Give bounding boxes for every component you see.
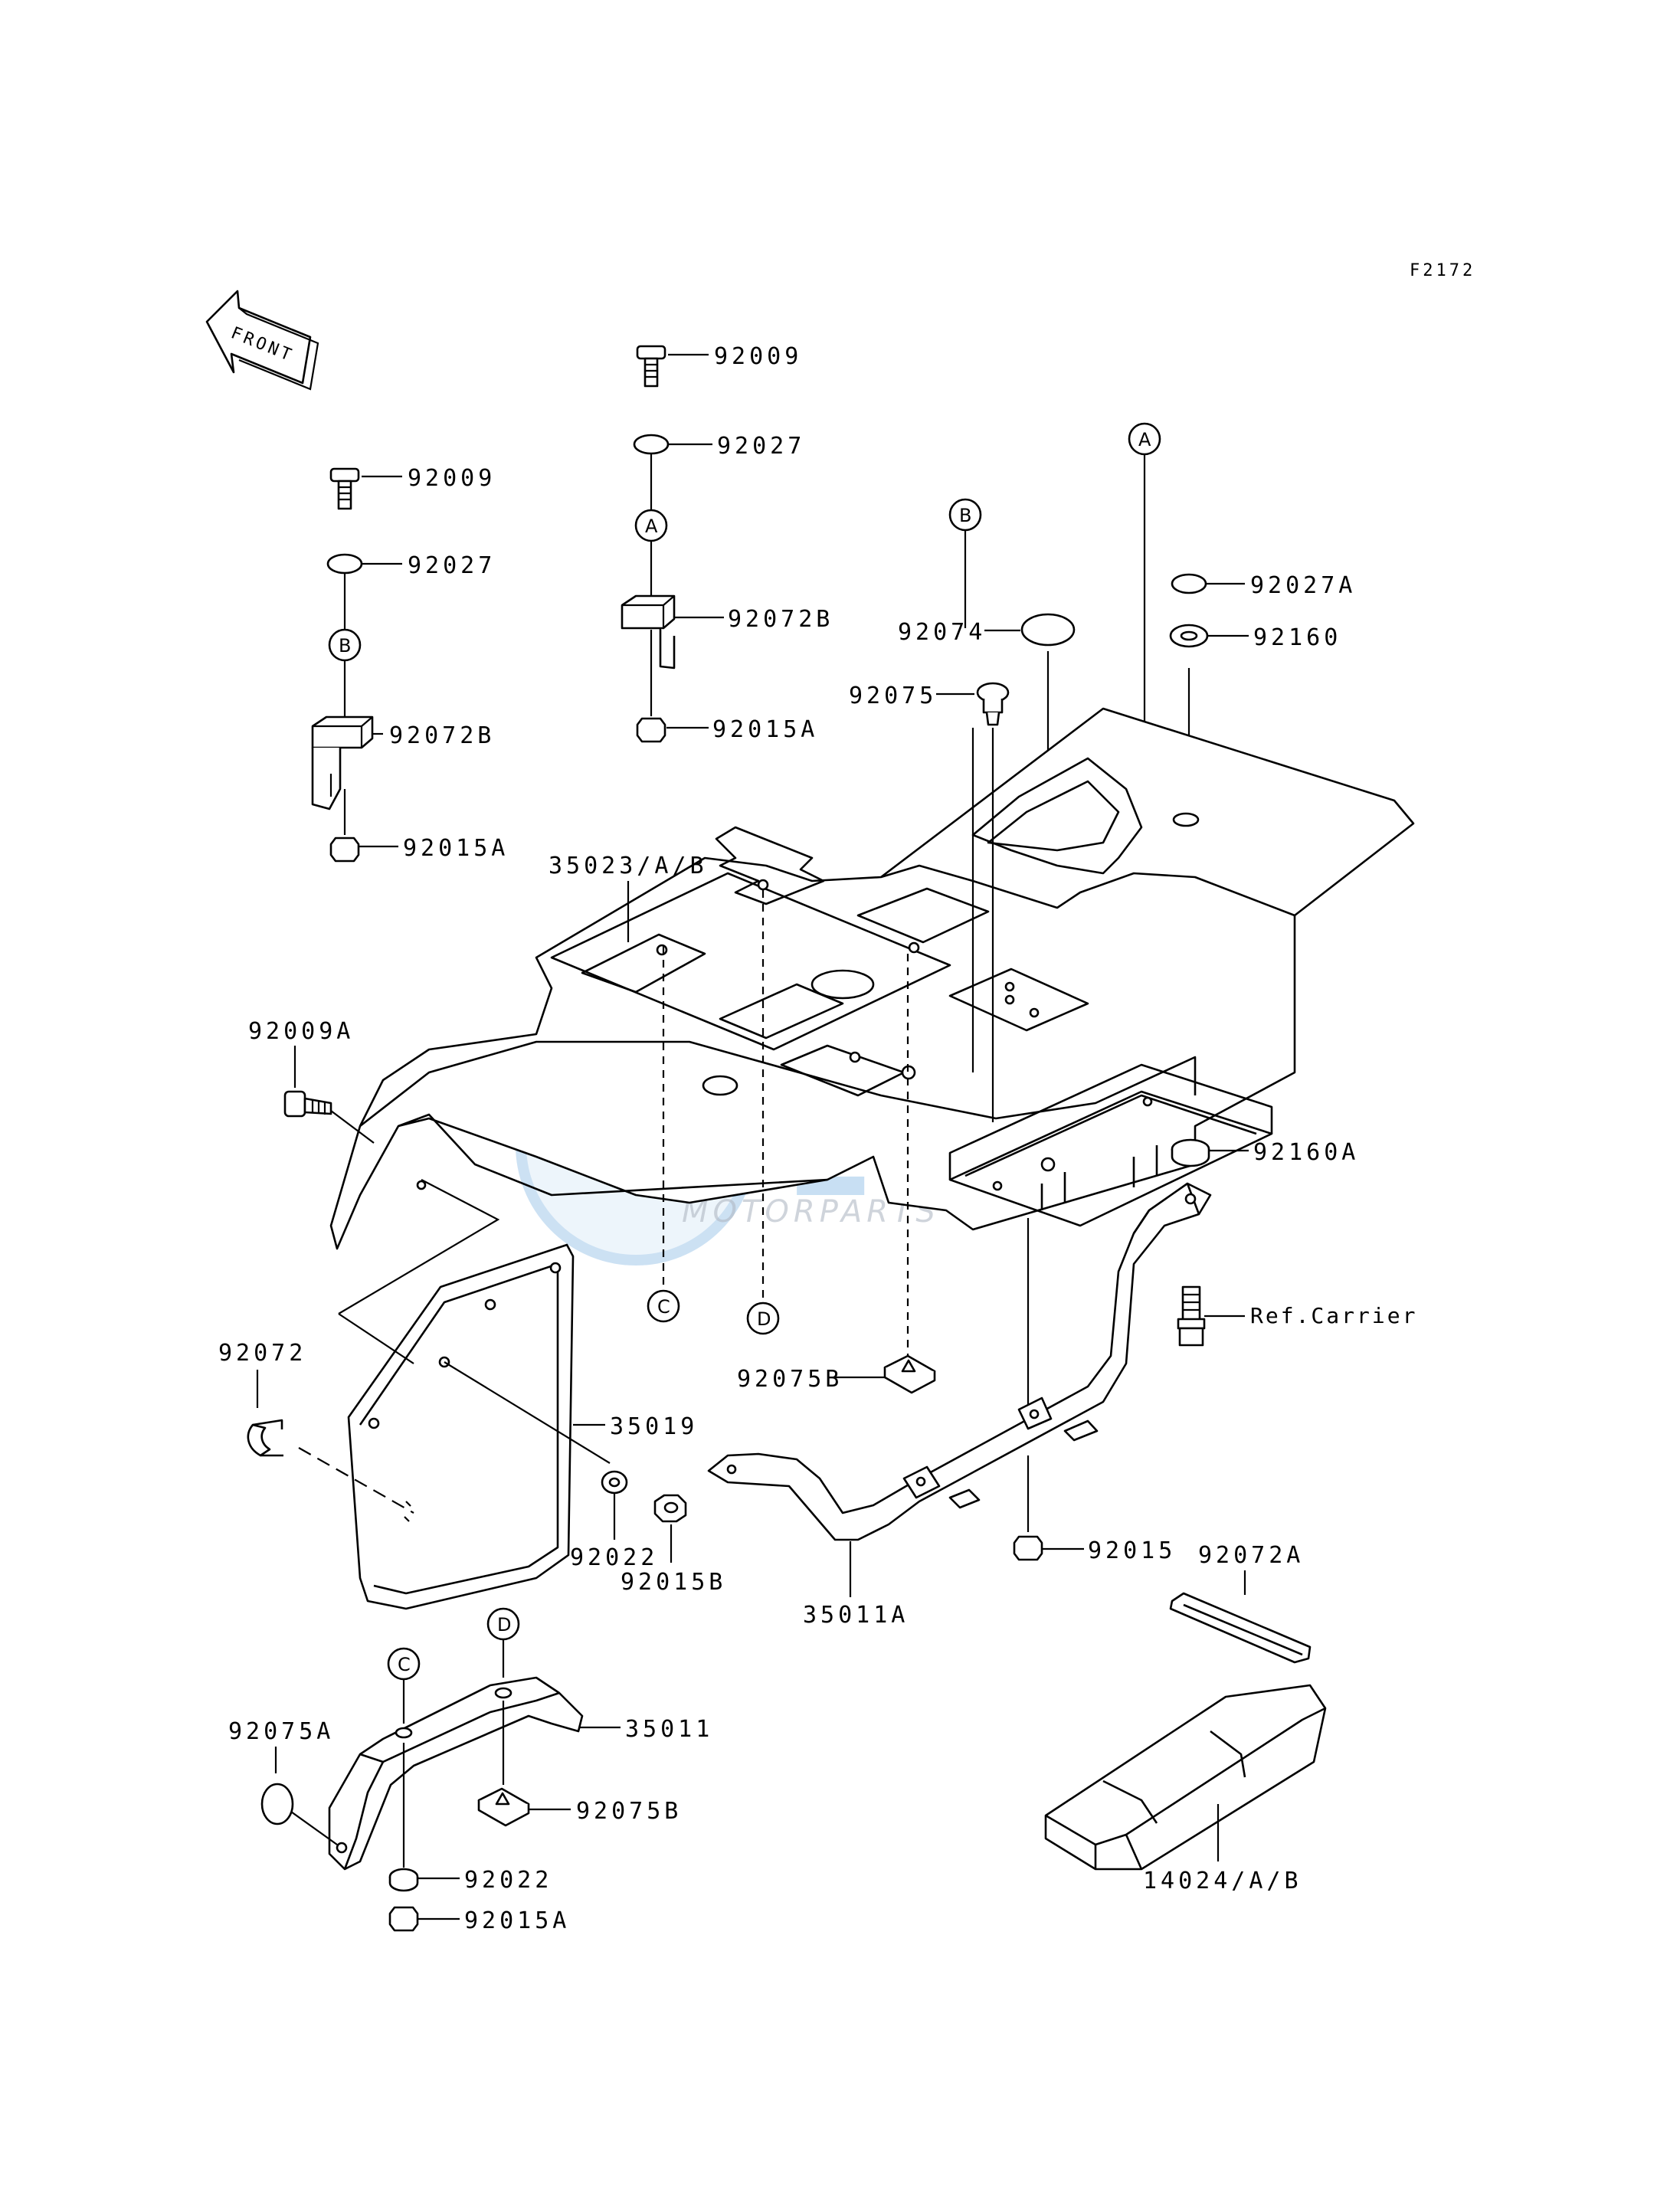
label-92072: 92072 — [218, 1340, 306, 1367]
label-92074: 92074 — [898, 619, 986, 646]
strap-92072a-icon — [1169, 1592, 1312, 1664]
label-35023: 35023/A/B — [549, 853, 708, 879]
nut-92015a-mid-icon — [636, 717, 666, 743]
seat-pad-14024 — [1044, 1684, 1327, 1871]
label-35011a: 35011A — [803, 1602, 909, 1629]
washer-92027a-icon — [1171, 573, 1207, 594]
ref-c-mid-text: C — [657, 1296, 670, 1318]
mud-flap-35019 — [347, 1243, 575, 1610]
label-92160a: 92160A — [1253, 1139, 1359, 1166]
ref-circle-c-mid — [647, 1289, 680, 1323]
bolt-92009-top-icon — [636, 345, 666, 388]
ref-a-mid-text: A — [645, 516, 658, 537]
label-92075a: 92075A — [228, 1718, 334, 1745]
label-92027-left: 92027 — [408, 552, 496, 579]
nut-92015a-left-icon — [329, 837, 360, 863]
front-arrow-icon: FRONT — [205, 290, 319, 391]
label-92072a: 92072A — [1198, 1542, 1304, 1569]
bolt-ref-carrier-icon — [1177, 1285, 1206, 1347]
bolt-92009-left-icon — [329, 467, 360, 510]
label-92015: 92015 — [1088, 1537, 1176, 1564]
grommet-92075-icon — [976, 682, 1010, 726]
label-92015a-mid: 92015A — [712, 716, 818, 743]
label-35019: 35019 — [610, 1413, 698, 1440]
label-92075b-mid: 92075B — [737, 1366, 843, 1393]
label-92009-left: 92009 — [408, 465, 496, 492]
label-14024: 14024/A/B — [1143, 1868, 1302, 1894]
label-35011: 35011 — [625, 1716, 713, 1743]
label-92027-top: 92027 — [717, 433, 805, 460]
nut-92015b-icon — [653, 1494, 687, 1523]
clip-92072b-mid-icon — [621, 594, 676, 670]
label-92160: 92160 — [1253, 624, 1341, 651]
bracket-35011 — [328, 1676, 584, 1871]
washer-92022-bottom-icon — [388, 1868, 419, 1892]
label-92072b-left: 92072B — [389, 722, 495, 749]
washer-92022-mid-icon — [601, 1470, 628, 1495]
cap-92075a-icon — [260, 1783, 294, 1825]
label-92022-bottom: 92022 — [464, 1867, 552, 1894]
clip-92072b-left-icon — [311, 715, 374, 810]
bolt-92009a-icon — [283, 1090, 332, 1118]
label-92075b-bottom: 92075B — [576, 1798, 682, 1825]
nut-92015a-bottom-icon — [388, 1906, 419, 1932]
bracket-35011a — [707, 1182, 1212, 1541]
washer-92027-left-icon — [326, 553, 363, 575]
ref-a-right-text: A — [1138, 429, 1151, 450]
ref-b-right-text: B — [959, 505, 971, 526]
nut-plate-92075b-bottom-icon — [477, 1787, 530, 1827]
label-92015a-bottom: 92015A — [464, 1907, 570, 1934]
label-92027a: 92027A — [1250, 572, 1356, 599]
cap-92074-icon — [1020, 613, 1076, 647]
ref-d-mid-text: D — [757, 1308, 771, 1330]
figure-code: F2172 — [1410, 261, 1475, 280]
label-92022-mid: 92022 — [570, 1544, 658, 1571]
ref-d-bottom-text: D — [497, 1614, 511, 1635]
nut-plate-92075b-mid-icon — [883, 1354, 936, 1394]
label-92072b-mid: 92072B — [728, 606, 833, 633]
ref-c-bottom-text: C — [398, 1654, 411, 1675]
grommet-92160-icon — [1169, 624, 1209, 648]
label-92009-top: 92009 — [714, 343, 802, 370]
ref-b-left-text: B — [339, 635, 351, 656]
rear-fender-body — [329, 707, 1415, 1250]
label-92075: 92075 — [849, 683, 937, 709]
ref-circle-d-mid — [746, 1302, 780, 1335]
label-ref-carrier: Ref.Carrier — [1250, 1303, 1417, 1328]
label-92009a: 92009A — [248, 1018, 354, 1045]
label-92015a-left: 92015A — [403, 835, 509, 862]
nut-92015-icon — [1013, 1535, 1043, 1561]
label-92015b: 92015B — [621, 1569, 726, 1596]
band-92072-icon — [247, 1419, 283, 1457]
washer-92027-top-icon — [633, 434, 670, 455]
